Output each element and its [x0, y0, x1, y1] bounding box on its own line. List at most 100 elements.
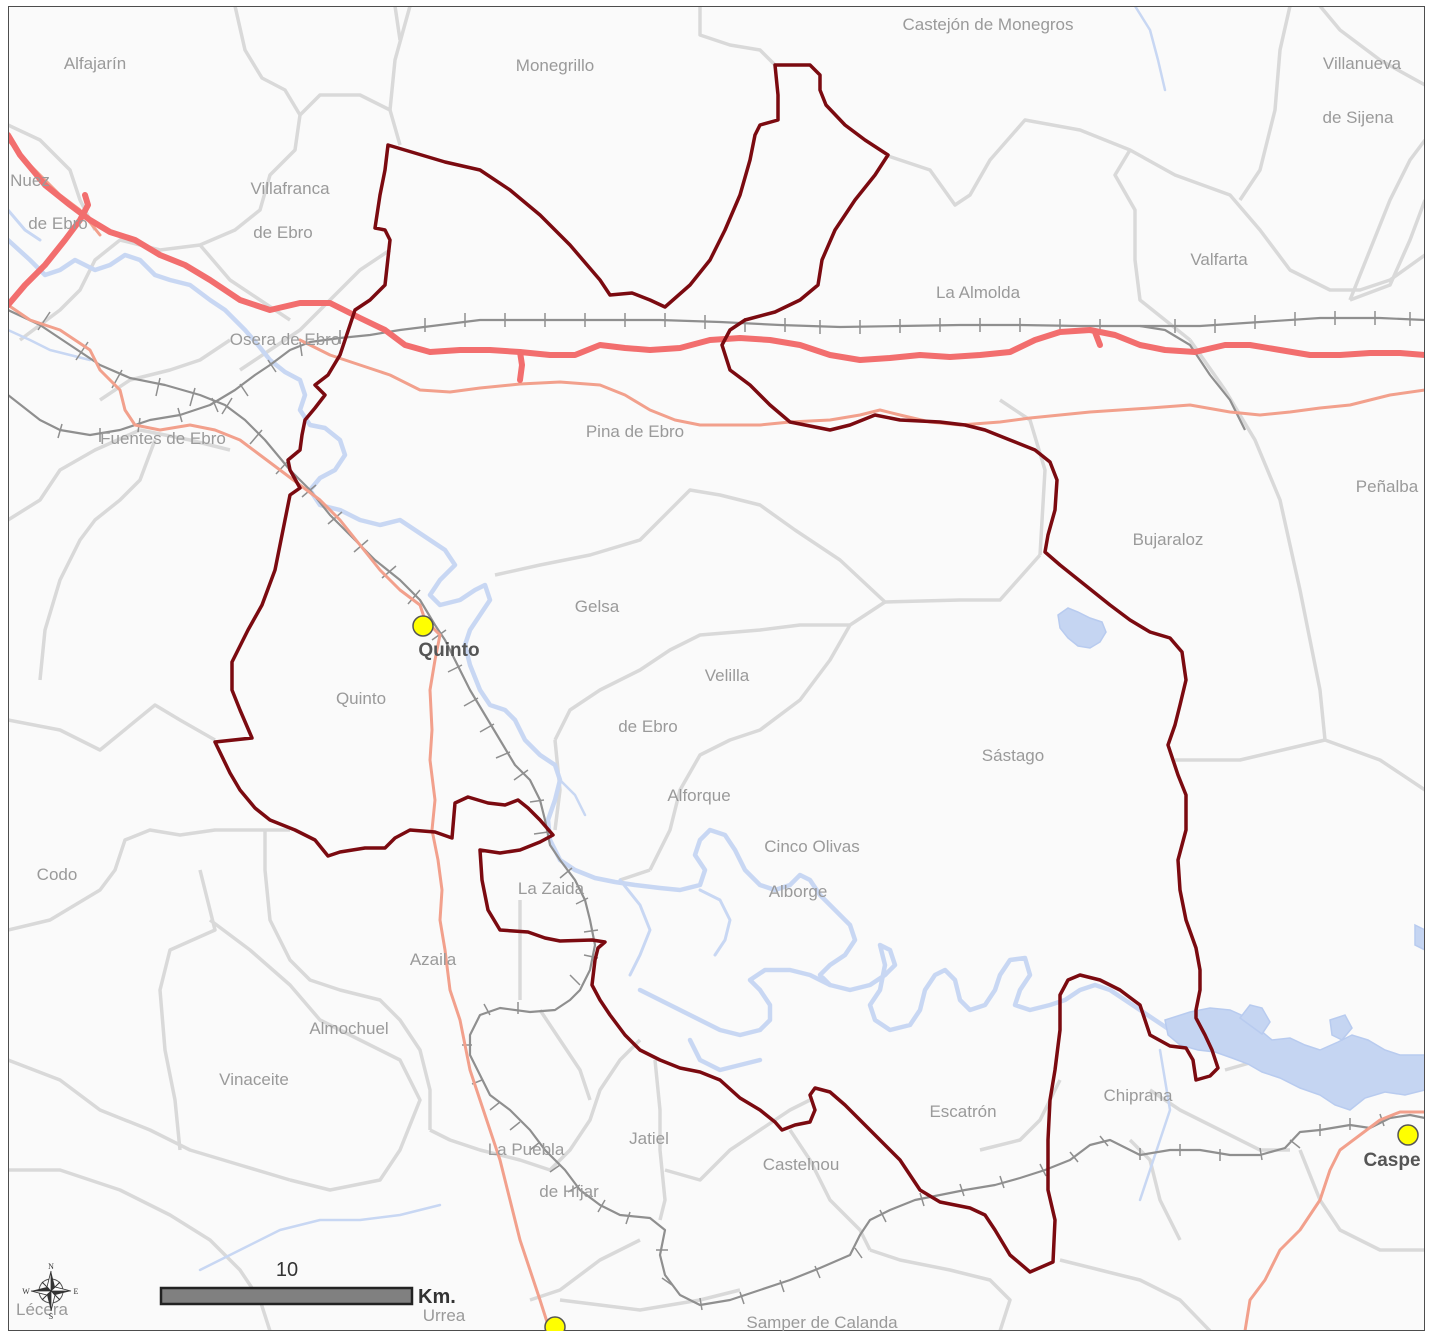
reservoirs	[1057, 607, 1425, 1111]
river-tributary-north	[1133, 6, 1167, 92]
boundary-line	[1349, 199, 1425, 302]
boundary-line	[1059, 1258, 1212, 1331]
boundary-line	[18, 6, 302, 342]
rivers	[8, 6, 1203, 1272]
highway-link	[1092, 329, 1103, 348]
label-la-almolda: La Almolda	[936, 283, 1021, 302]
boundary-line	[388, 6, 412, 111]
label-nuez-line2: de Ebro	[28, 214, 88, 233]
river-martin	[618, 878, 652, 977]
label-lecera: Lécera	[16, 1300, 69, 1319]
boundary-line	[8, 703, 216, 752]
compass-e: E	[74, 1287, 79, 1296]
highway-link	[517, 349, 525, 383]
label-almochuel: Almochuel	[309, 1019, 388, 1038]
label-alborge: Alborge	[769, 882, 828, 901]
compass-n: N	[48, 1262, 54, 1271]
boundary-line	[1348, 138, 1425, 301]
scale-bar-rect	[159, 1286, 414, 1306]
boundary-line	[494, 488, 1042, 604]
river-ebro-loop	[637, 967, 833, 1038]
label-monegrillo: Monegrillo	[516, 56, 594, 75]
road-n232	[8, 303, 550, 1327]
compass-rose-icon: N S E W	[22, 1262, 78, 1321]
boundary-line	[158, 869, 217, 1151]
town-label-caspe: Caspe	[1363, 1150, 1420, 1171]
town-marker-caspe[interactable]	[1397, 1124, 1419, 1146]
town-label-quinto: Quinto	[418, 640, 479, 661]
road-a68	[298, 338, 1425, 427]
town-marker-south[interactable]	[544, 1316, 566, 1331]
label-alfajarin: Alfajarín	[64, 54, 126, 73]
boundary-line	[1298, 1149, 1425, 1252]
railway-branch	[1139, 324, 1246, 431]
label-villanueva-line2: de Sijena	[1323, 108, 1394, 127]
reservoir-arm	[1329, 1014, 1353, 1041]
district-boundary	[213, 63, 1220, 1274]
boundary-line	[263, 830, 432, 1130]
river-gallego	[8, 208, 42, 242]
label-nuez-line1: Nuez	[10, 171, 50, 190]
river-ebro	[8, 237, 1203, 1051]
boundary-line	[1238, 6, 1292, 201]
boundary-line	[1175, 338, 1327, 762]
boundary-line	[8, 828, 290, 932]
railway-tick	[424, 311, 1411, 334]
boundary-line	[429, 1038, 642, 1172]
highway-branch	[8, 192, 91, 308]
river-tributary	[698, 888, 732, 957]
label-chiprana: Chiprana	[1104, 1086, 1174, 1105]
river-upper-left	[8, 328, 92, 362]
boundary-line	[529, 1238, 641, 1302]
lake-salada	[1057, 607, 1107, 649]
label-alforque: Alforque	[667, 786, 730, 805]
boundary-line	[999, 398, 1047, 556]
label-villafranca-line2: de Ebro	[253, 223, 313, 242]
boundary-line	[393, 6, 402, 41]
label-quinto-municipality: Quinto	[336, 689, 386, 708]
boundary-line	[1324, 738, 1425, 792]
municipal-boundaries	[8, 6, 1425, 1331]
label-escatron: Escatrón	[929, 1102, 996, 1121]
boundary-line	[648, 624, 852, 871]
reservoir-mequinenza	[1164, 1007, 1425, 1111]
label-villafranca-line1: Villafranca	[250, 179, 330, 198]
boundary-line	[38, 439, 157, 681]
label-penalba: Peñalba	[1356, 477, 1419, 496]
boundary-line	[653, 1059, 667, 1221]
river-ebro-meander	[687, 1037, 763, 1073]
boundary-line	[99, 338, 231, 402]
label-urrea: Urrea	[423, 1306, 466, 1325]
label-la-puebla-line2: de Híjar	[539, 1182, 599, 1201]
town-marker-quinto[interactable]	[412, 615, 434, 637]
boundary-line	[538, 1009, 592, 1101]
scale-bar: 10 Km.	[159, 1259, 456, 1308]
label-gelsa: Gelsa	[575, 597, 620, 616]
label-codo: Codo	[37, 865, 78, 884]
town-markers: Quinto Caspe	[412, 615, 1421, 1331]
road-caspe	[1243, 1110, 1425, 1331]
boundary-line	[1129, 148, 1425, 292]
label-osera: Osera de Ebro	[230, 330, 341, 349]
place-labels: Castejón de Monegros Alfajarín Monegrill…	[10, 15, 1419, 1331]
river-guadalope	[1138, 1048, 1172, 1202]
boundary-line	[559, 1288, 741, 1312]
railway-line	[8, 316, 1425, 437]
boundary-line	[8, 1058, 291, 1182]
label-sastago: Sástago	[982, 746, 1044, 765]
label-velilla-line1: Velilla	[705, 666, 750, 685]
boundary-line	[788, 1129, 872, 1251]
label-la-puebla-line1: La Puebla	[488, 1140, 565, 1159]
boundary-line	[298, 93, 402, 146]
label-azaila: Azaila	[410, 950, 457, 969]
highway-ap2	[8, 132, 1425, 363]
label-vinaceite: Vinaceite	[219, 1070, 289, 1089]
highways	[8, 132, 1425, 383]
boundary-line	[553, 739, 562, 831]
boundary-line	[208, 918, 422, 1192]
label-samper: Samper de Calanda	[746, 1313, 898, 1331]
boundary-line	[1318, 6, 1425, 87]
boundary-line	[8, 428, 141, 522]
boundary-line	[869, 1248, 1012, 1331]
